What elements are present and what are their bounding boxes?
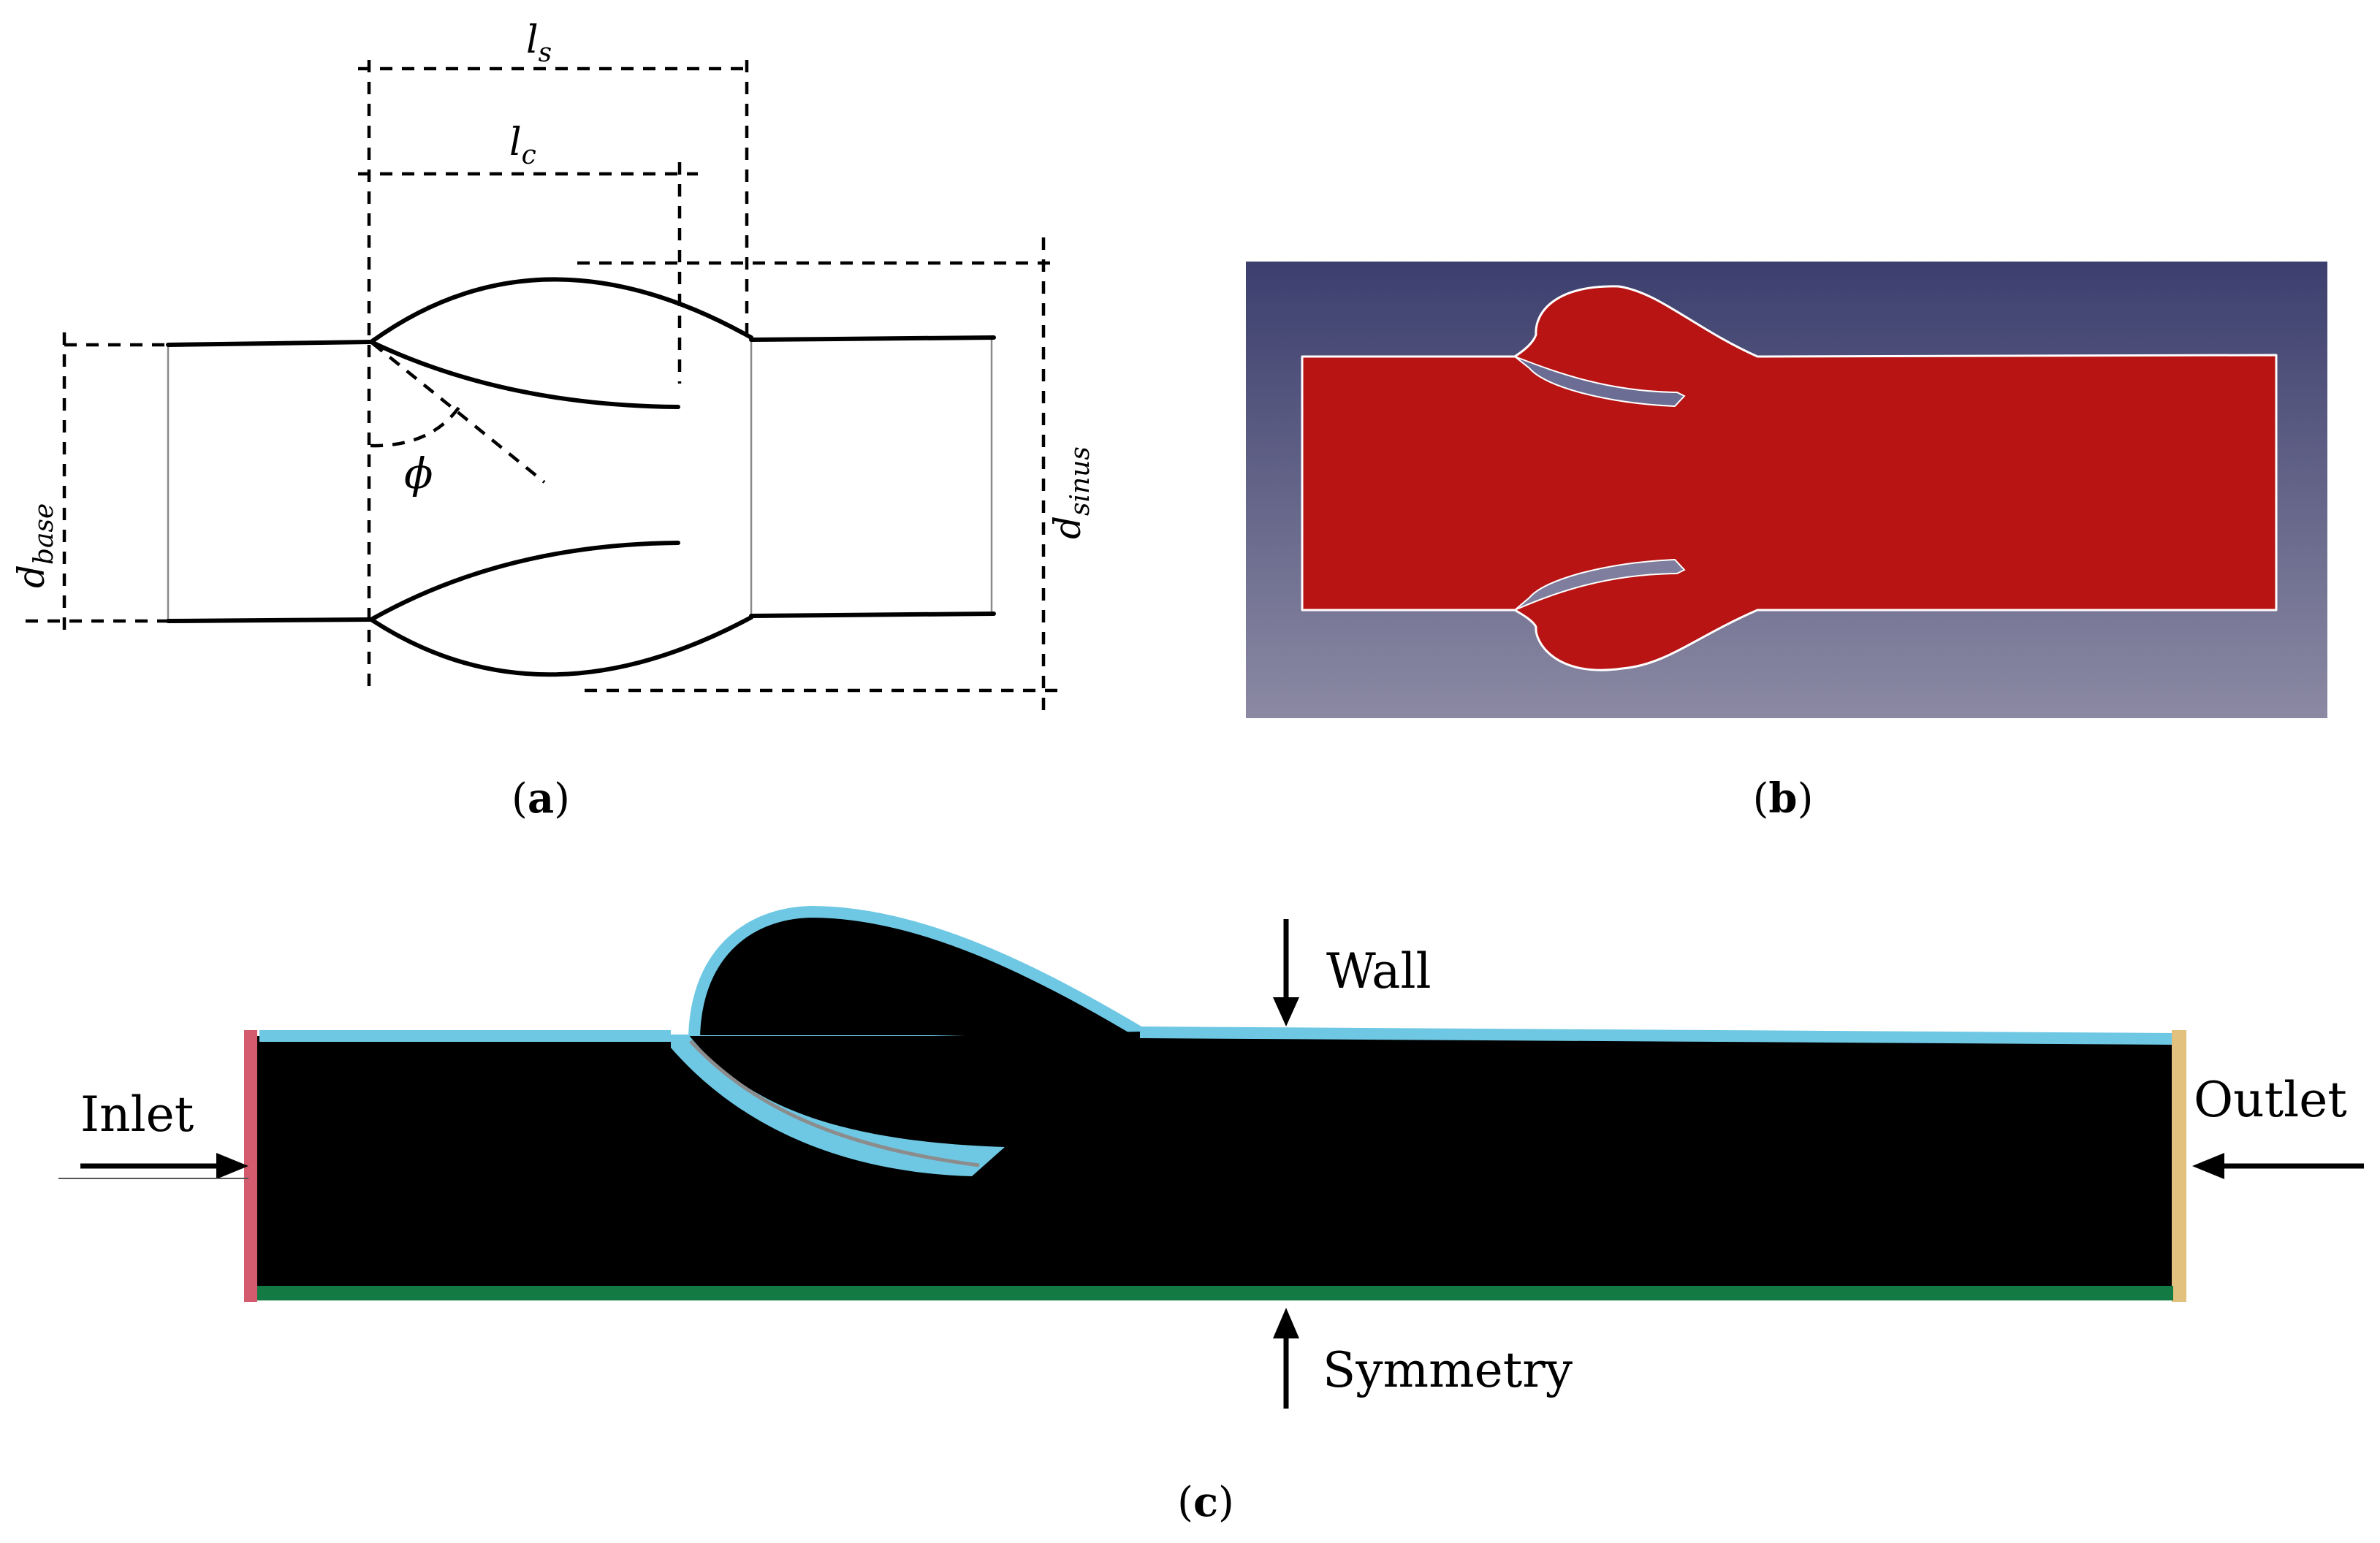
angle-arc xyxy=(370,404,462,448)
outlet-wall-top xyxy=(749,335,996,342)
leaflet-gap-bottom xyxy=(1514,558,1686,611)
outlet-boundary xyxy=(2172,1030,2186,1302)
arrows xyxy=(80,919,2364,1409)
caption-b: (b) xyxy=(1753,774,1814,823)
caption-c: (c) xyxy=(1177,1478,1234,1526)
label-inlet: Inlet xyxy=(80,1086,194,1143)
leaflet-bottom xyxy=(369,541,680,622)
wall-boundary-right xyxy=(1139,1026,2175,1045)
panel-c: Wall Inlet Outlet Symmetry (c) xyxy=(58,906,2364,1526)
leaflet-top xyxy=(369,340,680,409)
sinus-wall-top xyxy=(369,277,753,344)
fluid-domain xyxy=(1301,285,2278,671)
label-lc: lc xyxy=(509,121,536,170)
dimension-lines xyxy=(26,60,1060,720)
angle-ray xyxy=(371,342,546,484)
label-dbase: dbase xyxy=(10,503,59,588)
leaflet xyxy=(671,1035,1005,1176)
leaflet-gap-top xyxy=(1514,356,1686,408)
outlet-arrow-head xyxy=(2192,1153,2224,1179)
label-ls: ls xyxy=(526,18,552,68)
label-wall: Wall xyxy=(1326,943,1432,999)
base-wall-bottom xyxy=(166,617,373,623)
caption-a: (a) xyxy=(512,774,570,823)
outlet-wall-bottom xyxy=(749,612,996,618)
symmetry-arrow-head xyxy=(1273,1308,1299,1338)
label-phi: ϕ xyxy=(404,449,433,498)
panel-a: ls lc ϕ dbase dsinus (a) xyxy=(10,18,1095,823)
base-wall-top xyxy=(166,340,373,347)
inlet-boundary xyxy=(244,1030,257,1302)
fluid-domain-core xyxy=(256,1036,2174,1293)
wall-arrow-head xyxy=(1273,997,1299,1026)
sinus-wall-bottom xyxy=(369,615,753,677)
sinus-cavity xyxy=(688,906,1149,1047)
panel-b: (b) xyxy=(1246,262,2327,823)
label-symmetry: Symmetry xyxy=(1323,1342,1573,1398)
label-outlet: Outlet xyxy=(2194,1072,2347,1128)
symmetry-boundary xyxy=(257,1286,2173,1300)
label-dsinus: dsinus xyxy=(1046,446,1095,539)
valve-geometry xyxy=(166,277,996,677)
inlet-arrow-head xyxy=(216,1153,248,1179)
thin-guides xyxy=(167,338,993,621)
leaflet-core-line xyxy=(689,1040,980,1167)
